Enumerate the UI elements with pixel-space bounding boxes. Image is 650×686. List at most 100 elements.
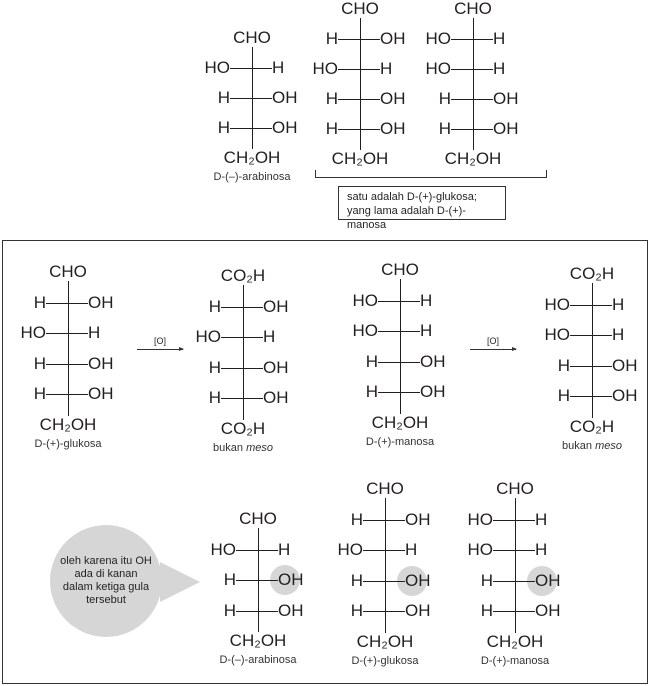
substituent-bond (230, 68, 272, 69)
molecule-caption: D-(–)-arabinosa (219, 654, 296, 666)
substituent-bond (221, 398, 263, 399)
left-substituent: HO (20, 323, 47, 342)
left-substituent: H (557, 355, 570, 375)
top-group: CO₂H (220, 266, 266, 285)
left-substituent: H (350, 601, 363, 620)
substituent-bond (46, 302, 88, 304)
left-substituent: H (365, 382, 378, 401)
right-substituent: OH (88, 353, 114, 373)
right-substituent: OH (278, 600, 304, 620)
left-substituent: HO (425, 59, 452, 78)
caption-italic: meso (595, 439, 622, 452)
oxidation-arrow-2: [O] (470, 336, 517, 351)
left-substituent: H (325, 119, 338, 138)
right-substituent: H (493, 59, 506, 78)
left-substituent: H (217, 118, 230, 137)
left-substituent: HO (467, 509, 494, 529)
caption-text: D-(–)-arabinosa (213, 171, 291, 183)
right-substituent: OH (380, 89, 406, 108)
caption-text: D-(+)-glukosa (351, 654, 419, 667)
molecule-caption: bukan meso (213, 442, 273, 454)
top-group: CHO (341, 0, 379, 18)
left-substituent: H (350, 509, 363, 529)
oxidation-proof-frame (2, 240, 648, 684)
substituent-bond (451, 39, 493, 40)
caption-text: bukan (213, 441, 247, 454)
substituent-bond (363, 611, 405, 612)
right-substituent: H (420, 321, 433, 340)
substituent-bond (363, 519, 405, 521)
top-group: CHO (381, 260, 419, 279)
bottom-group: CH₂OH (444, 149, 502, 168)
right-substituent: OH (88, 384, 114, 403)
bottom-group: CH₂OH (331, 149, 389, 168)
substituent-bond (378, 361, 420, 363)
substituent-bond (570, 335, 612, 336)
right-substituent: OH (612, 355, 638, 375)
right-substituent: OH (493, 89, 519, 108)
right-substituent: H (612, 325, 625, 344)
left-substituent: H (217, 88, 230, 107)
left-substituent: H (438, 119, 451, 138)
molecule-caption: D-(–)-arabinosa (213, 171, 290, 183)
top-group: CHO (239, 509, 277, 528)
left-substituent: HO (544, 325, 571, 344)
substituent-bond (221, 367, 263, 369)
right-substituent: H (263, 327, 276, 346)
substituent-bond (338, 129, 380, 130)
left-substituent: H (33, 353, 46, 373)
right-substituent: OH (88, 292, 114, 312)
substituent-bond (46, 363, 88, 365)
bottom-group: CH₂OH (223, 148, 281, 167)
substituent-bond (363, 550, 405, 551)
right-substituent: OH (263, 388, 289, 407)
top-group: CHO (233, 28, 271, 47)
substituent-bond (451, 99, 493, 100)
top-group: CHO (454, 0, 492, 18)
left-substituent: H (208, 357, 221, 377)
right-substituent: H (278, 539, 291, 559)
substituent-bond (451, 69, 493, 70)
carbon-backbone (360, 18, 361, 150)
top-group: CO₂H (569, 264, 615, 283)
right-substituent: OH (380, 119, 406, 138)
right-substituent: H (405, 540, 418, 559)
bottom-group: CH₂OH (39, 414, 97, 434)
bottom-group: CO₂H (569, 416, 615, 436)
carbon-backbone (243, 285, 244, 420)
reagent-label-1: [O] (153, 336, 167, 346)
right-substituent: OH (272, 88, 298, 107)
note-line-1: satu adalah D-(+)-glukosa; (347, 191, 477, 203)
caption-text: D-(+)-manosa (365, 435, 435, 448)
substituent-bond (46, 394, 88, 395)
left-substituent: HO (352, 321, 379, 340)
left-substituent: H (480, 570, 493, 590)
left-substituent: H (223, 600, 236, 620)
bottom-group: CH₂OH (371, 412, 429, 432)
substituent-bond (378, 392, 420, 393)
left-substituent: HO (195, 327, 222, 346)
molecule-caption: D-(+)-glukosa (35, 438, 102, 450)
left-substituent: H (325, 29, 338, 48)
right-substituent: OH (380, 29, 406, 48)
right-substituent: H (420, 290, 433, 310)
substituent-bond (236, 580, 278, 581)
right-substituent: H (380, 59, 393, 78)
substituent-bond (570, 304, 612, 306)
caption-text: bukan (562, 439, 596, 452)
substituent-bond (46, 333, 88, 334)
molecule-caption: D-(+)-manosa (481, 655, 549, 667)
molecule-caption: bukan meso (562, 440, 622, 452)
left-substituent: H (557, 386, 570, 405)
right-substituent: OH (272, 118, 298, 137)
substituent-bond (363, 580, 405, 582)
carbon-backbone (400, 279, 401, 414)
substituent-bond (221, 306, 263, 308)
top-group: CHO (366, 479, 404, 498)
left-substituent: H (350, 570, 363, 590)
left-substituent: H (208, 296, 221, 316)
left-substituent: HO (544, 294, 571, 314)
explanation-bubble: oleh karena itu OH ada di kanan dalam ke… (50, 525, 162, 637)
bubble-arrow-icon (160, 562, 200, 602)
left-substituent: H (33, 384, 46, 403)
